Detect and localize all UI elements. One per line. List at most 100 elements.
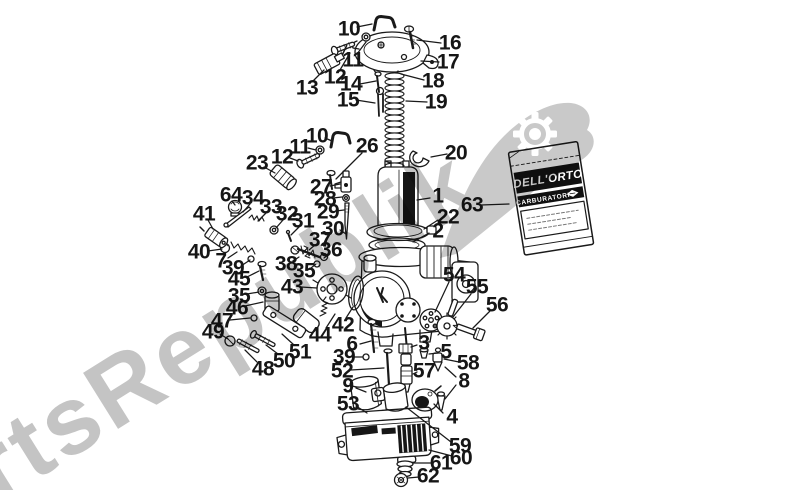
leader-line-35 <box>246 291 260 295</box>
part-cable-guide-10-mid <box>329 131 352 149</box>
leader-line-57 <box>412 371 418 375</box>
callout-12: 12 <box>324 66 346 89</box>
leader-line-50 <box>265 344 279 355</box>
callout-52: 52 <box>331 360 353 383</box>
part-screw-26 <box>326 169 336 190</box>
leader-line-22 <box>423 219 439 230</box>
part-barrel-23 <box>269 164 297 191</box>
leader-line-30 <box>339 229 347 235</box>
leader-line-59 <box>405 406 452 443</box>
leader-line-46 <box>244 301 264 307</box>
part-atomizer-57 <box>400 365 413 393</box>
callout-30: 30 <box>322 218 344 241</box>
part-screw-12-mid <box>296 153 321 169</box>
callout-37: 37 <box>309 229 331 252</box>
leader-line-35 <box>310 263 317 269</box>
leader-line-41 <box>207 219 214 230</box>
callout-23: 23 <box>246 152 268 175</box>
part-gasket-42 <box>348 275 364 311</box>
callout-13: 13 <box>296 77 318 100</box>
leader-line-29 <box>335 209 345 212</box>
callout-55: 55 <box>466 276 489 299</box>
callout-53: 53 <box>337 393 359 416</box>
leader-line-49 <box>219 333 229 340</box>
callout-57: 57 <box>413 360 435 383</box>
part-pin-14 <box>374 71 382 93</box>
callout-8: 8 <box>458 370 470 393</box>
leader-line-33 <box>257 211 268 222</box>
callout-61: 61 <box>430 452 453 475</box>
part-idle-screw-38 <box>290 245 324 260</box>
callout-11: 11 <box>289 136 311 159</box>
leader-line-43 <box>300 286 318 289</box>
callout-50: 50 <box>273 350 295 373</box>
callout-5: 5 <box>440 341 452 364</box>
part-jet-needle-29-30 <box>344 202 350 240</box>
leader-line-40 <box>207 248 223 252</box>
leader-line-8 <box>444 384 457 400</box>
leader-line-60 <box>428 449 453 457</box>
callout-63: 63 <box>461 194 483 217</box>
part-floats-9 <box>349 375 409 412</box>
callout-48: 48 <box>252 358 275 381</box>
callout-9: 9 <box>342 375 353 398</box>
part-oring-28 <box>342 194 350 202</box>
leader-line-18 <box>400 73 425 81</box>
callout-54: 54 <box>443 264 466 287</box>
callout-12: 12 <box>271 146 293 169</box>
callout-49: 49 <box>202 321 224 344</box>
leader-line-52 <box>350 367 385 371</box>
part-ball-39-bottom <box>362 353 370 361</box>
callout-64: 64 <box>220 184 243 207</box>
callout-16: 16 <box>439 32 461 55</box>
leader-line-17 <box>420 60 440 63</box>
callout-10: 10 <box>338 18 360 41</box>
leader-line-27 <box>329 183 341 187</box>
leader-lines-layer <box>207 23 510 479</box>
part-washer-36 <box>319 252 329 262</box>
leader-line-64 <box>231 200 236 206</box>
leader-line-7 <box>227 251 238 259</box>
callout-31: 31 <box>292 210 315 233</box>
leader-line-1 <box>416 197 431 201</box>
part-spares-bag-63: DELL'ORTO CARBURATORI <box>507 141 595 256</box>
callout-29: 29 <box>317 201 339 224</box>
callout-4: 4 <box>446 406 458 429</box>
callout-51: 51 <box>289 341 312 364</box>
leader-line-36 <box>323 254 329 259</box>
leader-line-55 <box>452 293 472 318</box>
callout-17: 17 <box>437 51 459 74</box>
callout-35: 35 <box>293 260 316 283</box>
part-starter-jet-4 <box>411 385 442 412</box>
callout-28: 28 <box>314 188 337 211</box>
leader-line-2 <box>412 232 430 243</box>
callout-58: 58 <box>457 352 480 375</box>
leader-line-53 <box>355 405 368 414</box>
callout-34: 34 <box>242 187 265 210</box>
leader-line-62 <box>407 476 420 479</box>
callout-60: 60 <box>450 447 472 470</box>
part-clamp-ring-22 <box>366 222 437 242</box>
callout-44: 44 <box>309 324 332 347</box>
part-fitting-41 <box>199 226 229 249</box>
callout-32: 32 <box>276 203 298 226</box>
leader-line-37 <box>308 244 316 251</box>
part-choke-flange-43 <box>312 273 352 305</box>
part-float-bowl <box>336 406 440 464</box>
part-clip-20 <box>409 150 430 168</box>
callout-11: 11 <box>342 49 364 72</box>
leader-line-3 <box>410 344 418 348</box>
part-cover-screw-16 <box>403 25 416 50</box>
part-nut-11-top <box>361 32 371 42</box>
leader-line-32 <box>275 219 284 229</box>
leader-line-16 <box>416 39 442 44</box>
part-needle-34 <box>223 206 252 228</box>
part-cable-guide-10-top <box>372 15 397 32</box>
leader-line-13 <box>312 69 325 82</box>
part-drain-nut-62 <box>393 472 409 488</box>
leader-line-12 <box>289 157 299 162</box>
leader-line-47 <box>229 317 251 321</box>
leader-line-42 <box>345 306 354 319</box>
